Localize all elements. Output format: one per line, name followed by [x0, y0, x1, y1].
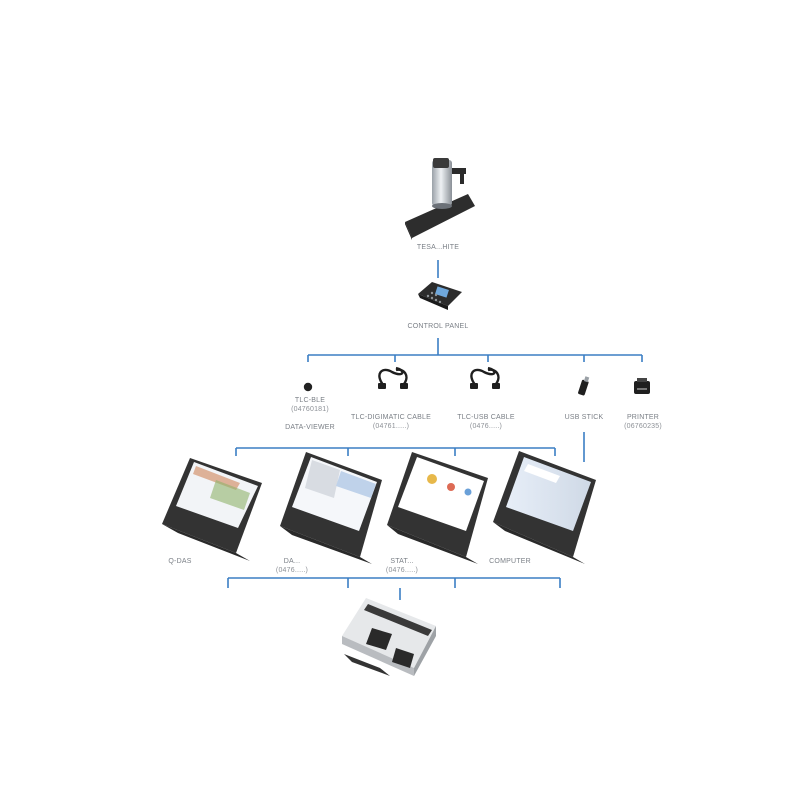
label-control-panel: CONTROL PANEL — [407, 323, 469, 330]
laptop-data-viewer — [280, 452, 382, 564]
label-tlc-digimatic-name: TLC-DIGIMATIC CABLE — [351, 414, 431, 421]
usb-stick-icon — [578, 376, 590, 396]
laptop-computer — [493, 451, 596, 564]
usb-cable-icon — [470, 366, 500, 389]
label-stat-code: (0476.....) — [385, 567, 419, 574]
benchtop-device-icon — [342, 598, 436, 676]
control-panel-icon — [418, 282, 462, 310]
label-printer: PRINTER (06760235) — [624, 413, 662, 431]
label-computer: COMPUTER — [489, 558, 531, 565]
label-stat: STAT... (0476.....) — [386, 557, 418, 575]
label-tlc-usb-code: (0476.....) — [469, 423, 503, 430]
label-printer-code: (06760235) — [624, 423, 662, 430]
laptop-qdas — [162, 458, 262, 561]
label-tlc-ble-name: TLC-BLE — [294, 397, 326, 404]
label-data-direct: DA... (0476.....) — [276, 557, 308, 575]
label-tlc-digimatic-code: (04761.....) — [372, 423, 410, 430]
label-data-direct-code: (0476.....) — [275, 567, 309, 574]
label-instrument: TESA...HITE — [416, 244, 460, 251]
digimatic-cable-icon — [378, 366, 408, 389]
label-data-direct-name: DA... — [283, 558, 301, 565]
label-tlc-usb-name: TLC-USB CABLE — [457, 414, 515, 421]
label-tlc-usb: TLC-USB CABLE (0476.....) — [457, 413, 514, 431]
height-gauge-icon — [405, 158, 475, 240]
label-stat-name: STAT... — [390, 558, 414, 565]
label-data-viewer-top: DATA-VIEWER — [285, 424, 335, 431]
label-qdas: Q-DAS — [168, 558, 192, 565]
label-tlc-digimatic: TLC-DIGIMATIC CABLE (04761.....) — [351, 413, 431, 431]
label-tlc-ble-code: (04760181) — [291, 406, 329, 413]
connection-lines — [227, 260, 643, 600]
printer-icon — [634, 378, 650, 394]
ble-dongle-icon — [303, 382, 313, 392]
label-usb-stick: USB STICK — [564, 414, 604, 421]
label-printer-name: PRINTER — [626, 414, 660, 421]
label-tlc-ble: TLC-BLE (04760181) — [291, 396, 329, 414]
laptop-stat — [387, 452, 488, 564]
